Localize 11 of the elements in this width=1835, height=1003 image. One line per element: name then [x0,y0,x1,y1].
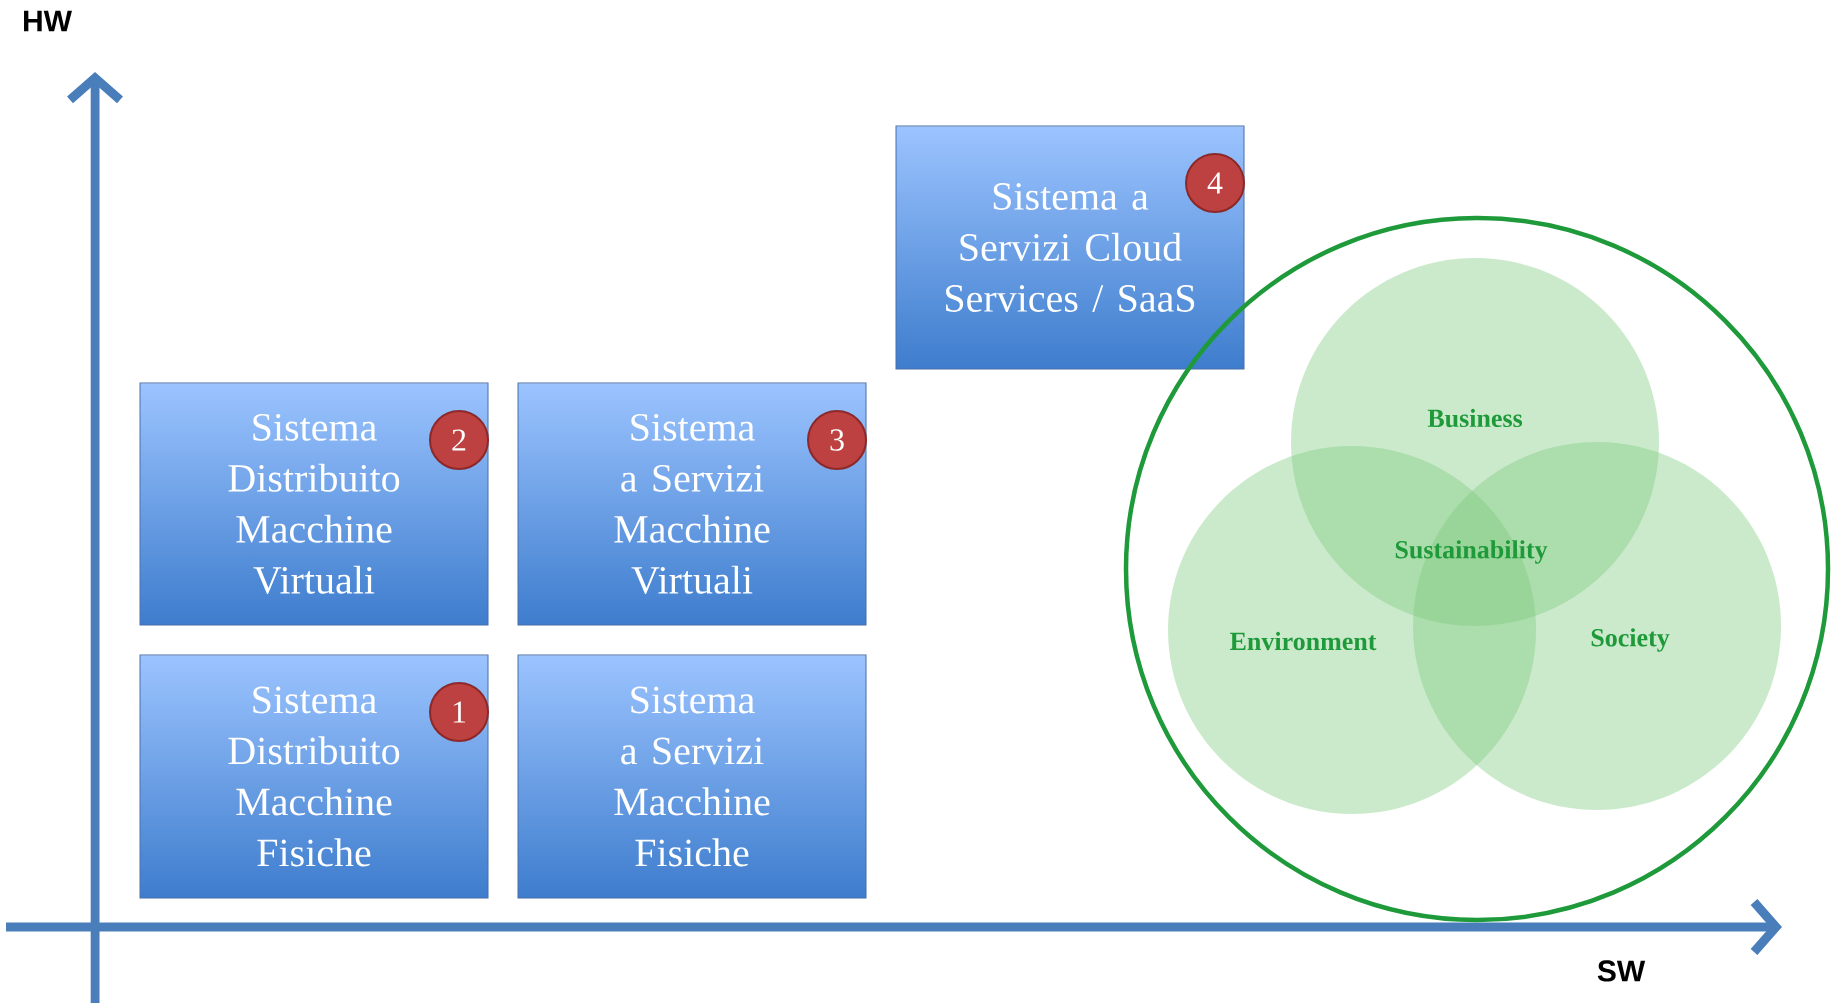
venn-label: Society [1591,628,1670,652]
venn-label: Environment [1230,631,1377,651]
axis-label: SW [1597,960,1646,982]
process-box: Sistema a Servizi Macchine Fisiche [517,654,867,899]
venn-label: Business [1427,408,1523,428]
number-badge: 4 [1185,153,1245,213]
venn-label: Sustainability [1395,540,1548,564]
axis-label: HW [24,10,72,32]
number-badge: 3 [807,410,867,470]
number-badge: 1 [429,682,489,742]
number-badge: 2 [429,410,489,470]
